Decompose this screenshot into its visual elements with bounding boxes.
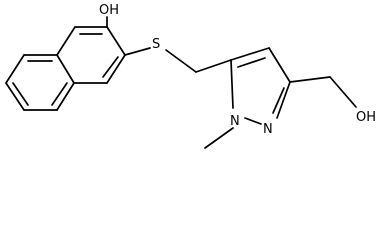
naphthalene-right-ring bbox=[56, 26, 126, 84]
bond bbox=[5, 82, 25, 111]
double-bond-inner bbox=[12, 82, 29, 106]
bond bbox=[268, 47, 291, 83]
bond-n-methyl bbox=[204, 127, 234, 149]
bond bbox=[230, 59, 234, 109]
sulfur-label: S bbox=[152, 37, 160, 52]
bond-c-s bbox=[124, 47, 151, 56]
pyrazole-ring bbox=[230, 47, 291, 125]
naphthalene-left-ring bbox=[5, 54, 58, 111]
bond bbox=[106, 54, 126, 84]
bond-c3-ch2 bbox=[289, 76, 331, 83]
oh-top-label: OH bbox=[99, 3, 119, 18]
oh-right-label: OH bbox=[356, 110, 376, 125]
nitrogen-2-label: N bbox=[263, 122, 273, 137]
double-bond-inner bbox=[237, 57, 266, 68]
bond bbox=[106, 26, 126, 56]
bond bbox=[230, 47, 270, 61]
bond bbox=[276, 81, 291, 119]
bond bbox=[56, 82, 75, 111]
bond bbox=[5, 54, 25, 84]
nitrogen-1-label: N bbox=[230, 114, 240, 129]
naphthalene-fusion-bond bbox=[51, 54, 75, 111]
bond-ch2-c5 bbox=[195, 59, 232, 73]
chemical-structure-diagram: OH S N N OH bbox=[5, 3, 376, 149]
bond bbox=[56, 26, 76, 56]
bond-s-ch2 bbox=[165, 49, 197, 73]
double-bond-inner bbox=[51, 82, 68, 106]
double-bond-inner bbox=[272, 87, 285, 114]
double-bond-inner bbox=[102, 56, 119, 78]
bond bbox=[244, 117, 262, 125]
bond bbox=[56, 54, 75, 84]
bond-ch2-oh bbox=[329, 76, 357, 108]
